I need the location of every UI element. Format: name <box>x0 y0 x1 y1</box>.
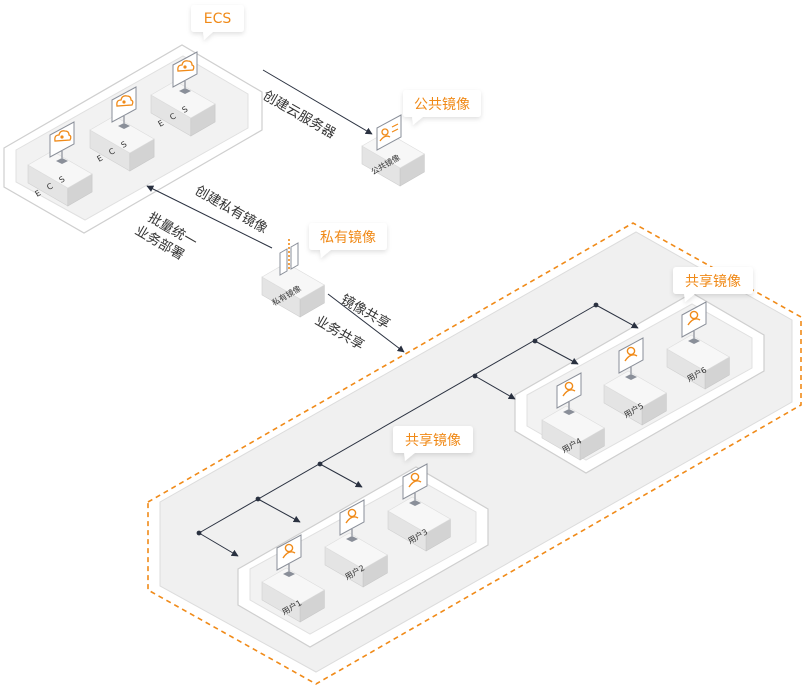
cloud-monitor-icon <box>111 86 137 129</box>
user-box[interactable]: 用户4 <box>541 372 605 461</box>
cloud-monitor-icon <box>172 51 198 94</box>
private-image-box[interactable]: 私有镜像 <box>261 239 325 318</box>
user-monitor-icon <box>681 301 707 344</box>
user-box[interactable]: 用户5 <box>603 337 667 426</box>
callout-ecs-text: ECS <box>204 11 232 27</box>
user-monitor-icon <box>618 337 644 380</box>
public-image-box[interactable]: 公共镜像 <box>361 114 425 187</box>
user-monitor-icon <box>276 534 302 577</box>
connectors <box>146 69 639 557</box>
arrow-create-server <box>262 69 373 135</box>
distribution-trunk <box>198 304 597 534</box>
cloud-monitor-icon <box>49 121 75 164</box>
user-box[interactable]: 用户1 <box>261 534 325 623</box>
user-monitor-icon <box>402 463 428 506</box>
ecs-servers: E C SE C SE C S <box>27 51 216 207</box>
label-create-private-image: 创建私有镜像 <box>192 183 271 238</box>
user-monitor-icon <box>556 372 582 415</box>
user-monitor-icon <box>339 499 365 542</box>
junction-dots <box>196 302 599 536</box>
user-box[interactable]: 用户6 <box>666 301 730 390</box>
callout-private-image <box>309 223 387 258</box>
ecs-server[interactable]: E C S <box>89 86 155 172</box>
user-box[interactable]: 用户3 <box>387 463 451 552</box>
callout-shared-image-a-text: 共享镜像 <box>405 432 461 449</box>
image-cards-icon <box>279 239 299 276</box>
label-image-share: 镜像共享 <box>338 291 393 333</box>
callout-private-image-text: 私有镜像 <box>320 230 376 246</box>
arrow-image-share <box>327 293 405 353</box>
arrow-create-private-image <box>146 185 273 249</box>
callout-shared-image-b-text: 共享镜像 <box>685 273 741 290</box>
user-box[interactable]: 用户2 <box>324 499 388 588</box>
ecs-server[interactable]: E C S <box>150 51 216 137</box>
callout-ecs <box>191 5 244 40</box>
callout-shared-image-a <box>393 426 473 461</box>
callout-public-image-text: 公共镜像 <box>414 97 470 113</box>
callout-shared-image-b <box>673 267 753 302</box>
ecs-server[interactable]: E C S <box>27 121 93 207</box>
callout-public-image <box>403 90 481 125</box>
user-card-icon <box>376 114 402 151</box>
label-create-server: 创建云服务器 <box>260 88 339 143</box>
